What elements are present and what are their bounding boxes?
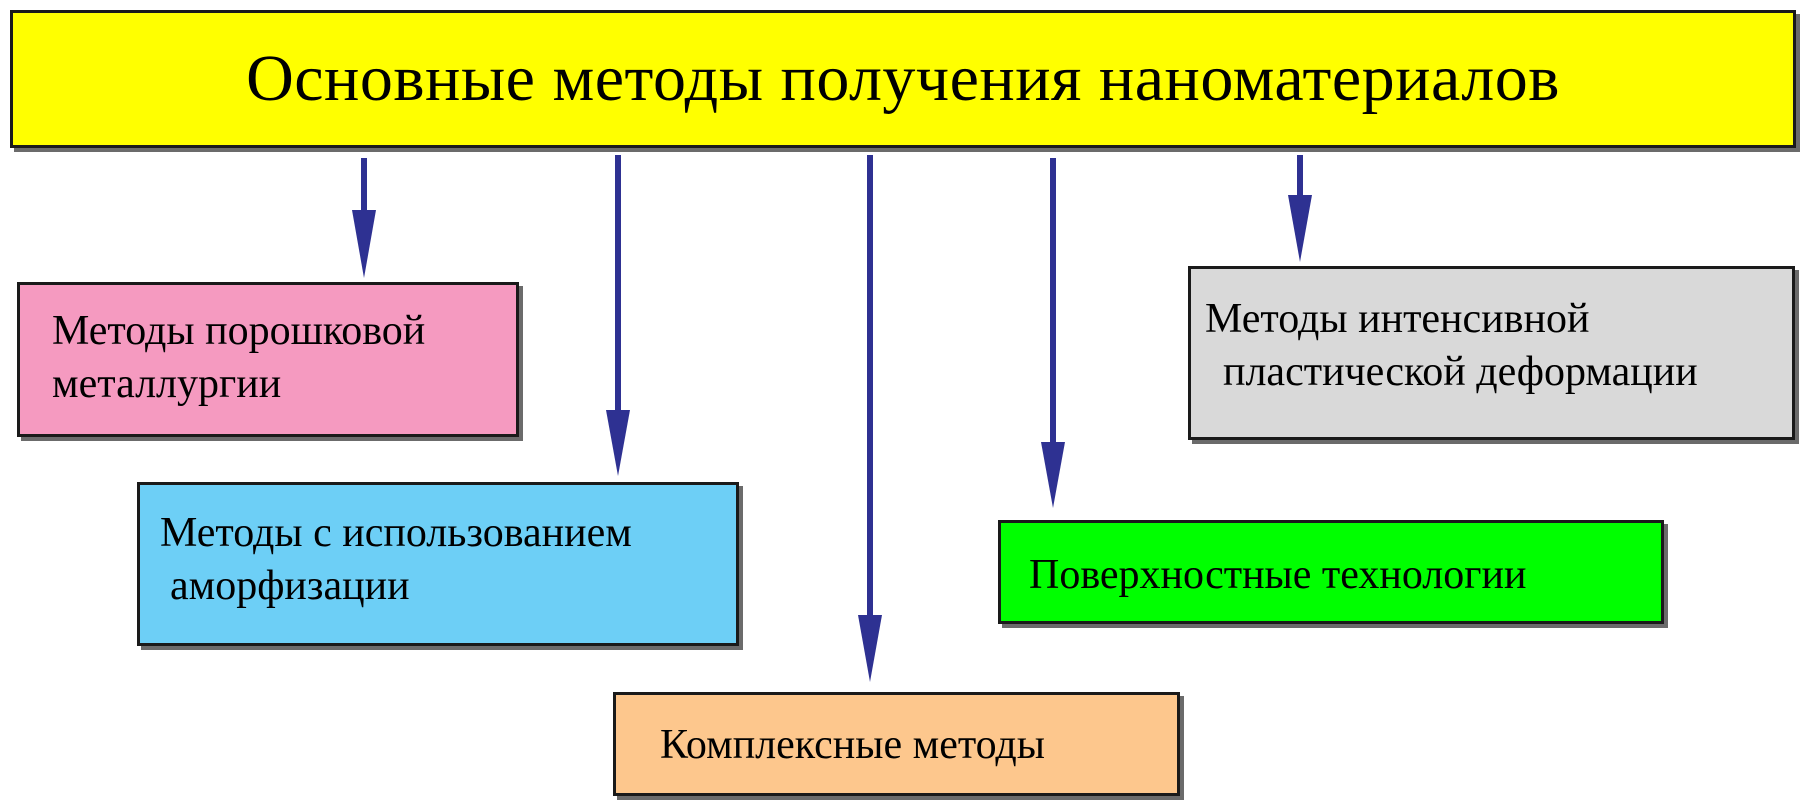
diagram-title-box: Основные методы получения наноматериалов bbox=[10, 10, 1796, 148]
arrowhead-powder bbox=[352, 210, 376, 278]
node-label-line: Поверхностные технологии bbox=[1029, 552, 1527, 598]
node-label-line: пластической деформации bbox=[1223, 348, 1698, 395]
node-complex-methods: Комплексные методы bbox=[613, 692, 1180, 796]
node-label-line: Методы интенсивной bbox=[1205, 296, 1590, 342]
node-label: Методы интенсивной пластической деформац… bbox=[1205, 293, 1792, 398]
node-surface-technologies: Поверхностные технологии bbox=[998, 520, 1664, 624]
node-powder-metallurgy-methods: Методы порошковой металлургии bbox=[17, 282, 519, 437]
node-label: Комплексные методы bbox=[660, 719, 1177, 772]
node-severe-plastic-deformation-methods: Методы интенсивной пластической деформац… bbox=[1188, 266, 1795, 440]
node-label-line: Методы порошковой bbox=[52, 308, 426, 354]
node-label-line: Методы с использованием bbox=[160, 510, 632, 556]
arrowhead-spd bbox=[1288, 195, 1312, 262]
diagram-title: Основные методы получения наноматериалов bbox=[246, 42, 1560, 115]
node-label: Методы с использованием аморфизации bbox=[160, 507, 736, 612]
arrowhead-complex bbox=[858, 615, 882, 682]
arrowhead-amorphization bbox=[606, 410, 630, 476]
node-label-line: аморфизации bbox=[170, 562, 410, 609]
node-label-line: металлургии bbox=[52, 360, 282, 407]
node-label: Поверхностные технологии bbox=[1029, 549, 1661, 602]
node-label-line: Комплексные методы bbox=[660, 722, 1046, 768]
arrowhead-surface bbox=[1041, 442, 1065, 508]
node-amorphization-methods: Методы с использованием аморфизации bbox=[137, 482, 739, 646]
node-label: Методы порошковой металлургии bbox=[52, 305, 516, 410]
